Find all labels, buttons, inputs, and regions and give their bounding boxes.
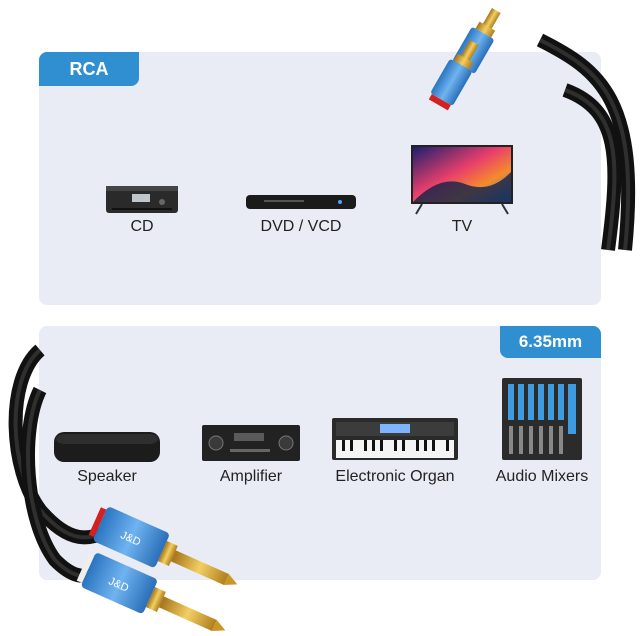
rca-tag: RCA [39, 52, 139, 86]
rca-connector-red [428, 40, 479, 111]
speaker-label: Speaker [77, 468, 137, 485]
cd-player-icon [106, 186, 178, 213]
635mm-tag: 6.35mm [500, 326, 601, 358]
amplifier-label: Amplifier [219, 468, 283, 485]
keyboard-icon [332, 418, 458, 460]
dvd-label: DVD / VCD [260, 218, 342, 235]
speaker-icon [54, 432, 160, 462]
tv-icon [411, 145, 513, 215]
tv-label: TV [451, 218, 473, 235]
amplifier-icon [202, 425, 300, 461]
audio-mixers-label: Audio Mixers [495, 468, 589, 485]
dvd-player-icon [246, 195, 356, 209]
rca-cable-black-2 [562, 83, 622, 251]
cd-label: CD [130, 218, 154, 235]
jack-connector-white: J&D [76, 553, 226, 631]
jack-connector-red: J&D [88, 507, 238, 585]
rca-cable-black [536, 33, 636, 251]
jack-cable-black-2 [21, 386, 97, 584]
electronic-organ-label: Electronic Organ [335, 468, 455, 485]
mixer-icon [502, 378, 582, 460]
